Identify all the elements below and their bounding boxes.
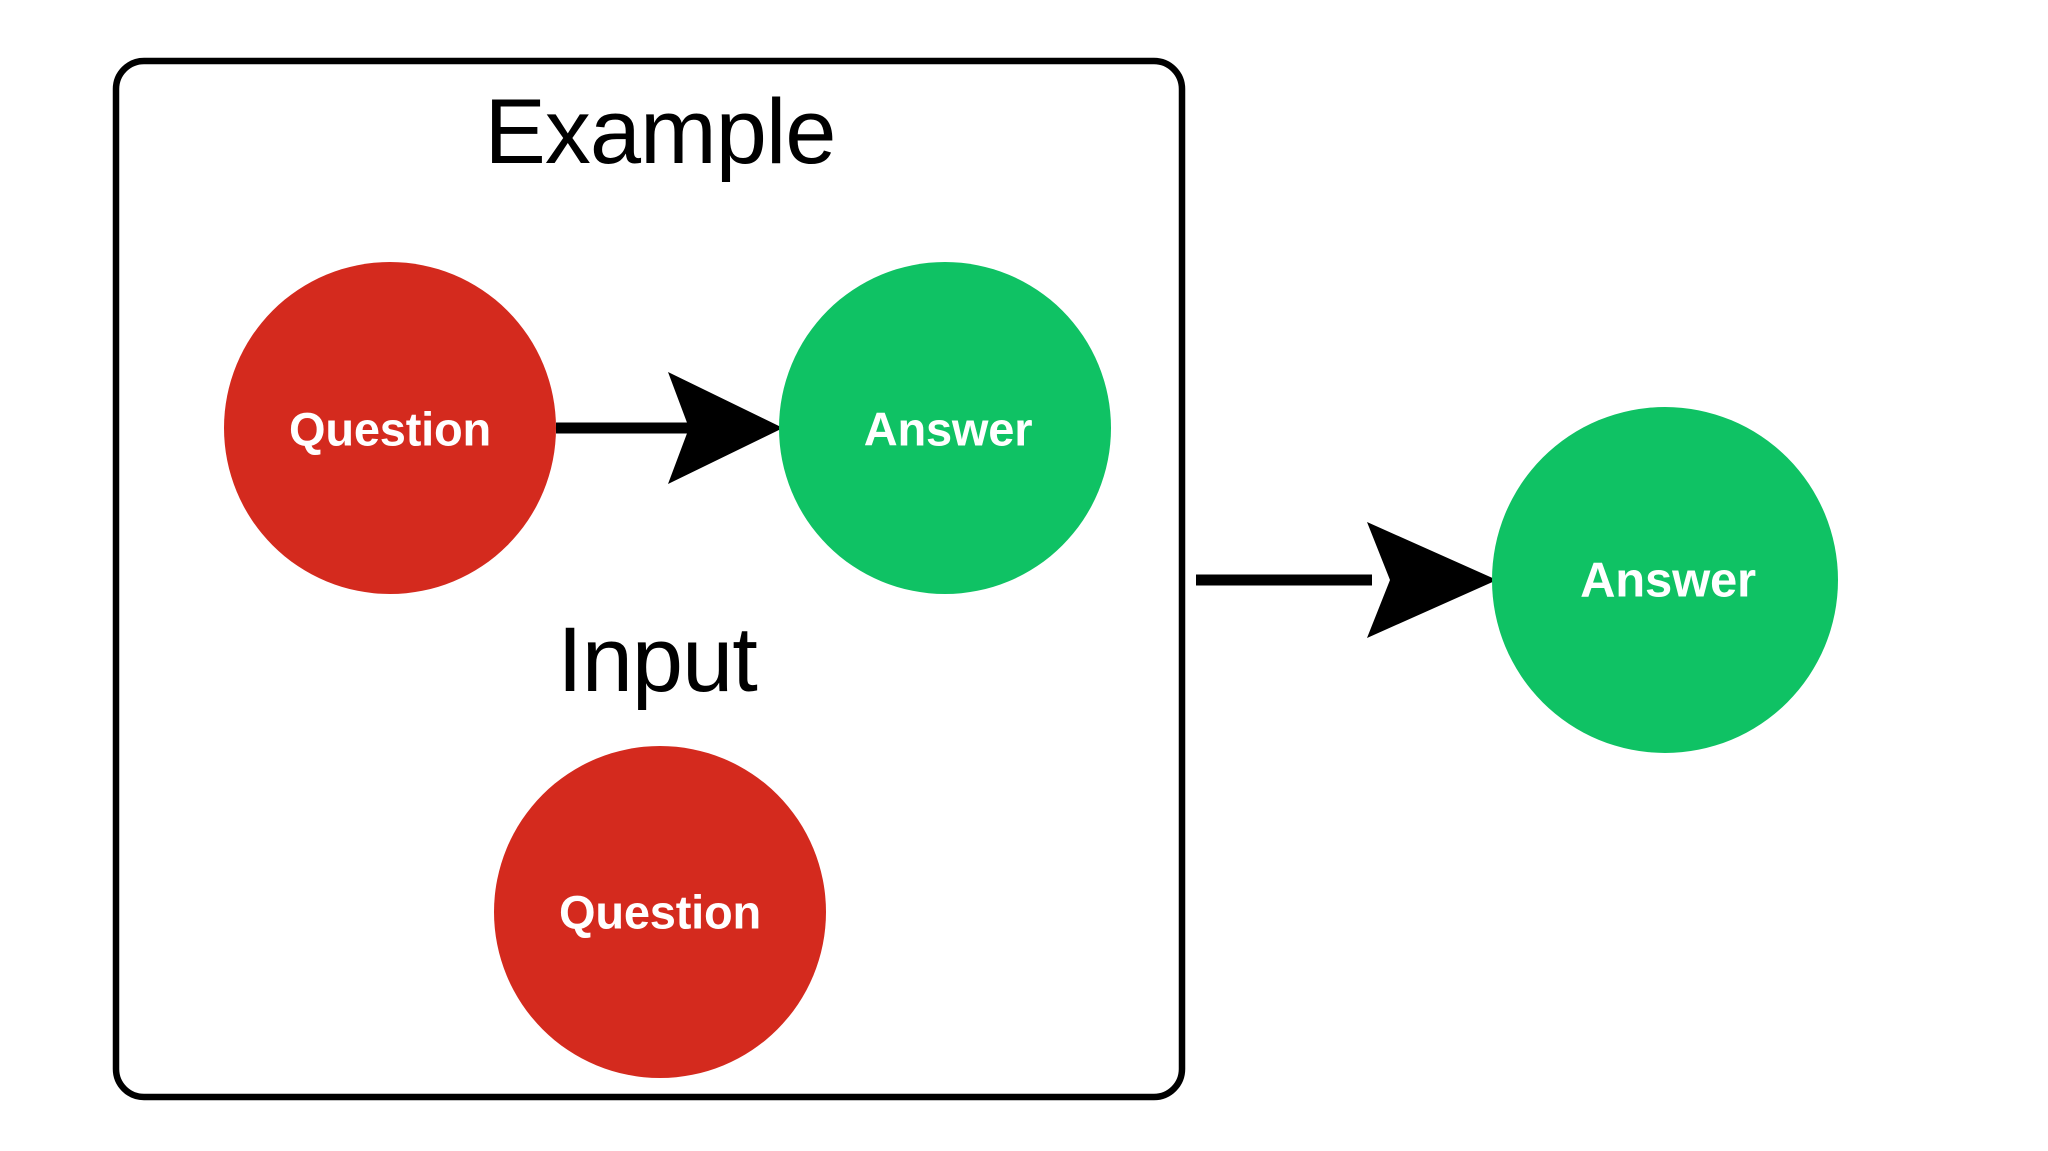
edge-example-question-to-answer <box>556 372 783 484</box>
node-label-input-question: Question <box>558 885 762 939</box>
input-group-title: Input <box>557 609 758 711</box>
node-label-example-question: Question <box>288 402 492 456</box>
node-output-answer <box>1492 407 1838 753</box>
arrowhead-icon <box>1367 522 1497 638</box>
edge-container-to-output-answer <box>1196 522 1497 638</box>
node-label-output-answer: Answer <box>1580 553 1756 608</box>
node-example-question <box>224 262 556 594</box>
node-label-example-answer: Answer <box>863 402 1033 456</box>
node-input-question <box>494 746 826 1078</box>
node-example-answer <box>779 262 1111 594</box>
example-group-title: Example <box>484 81 837 183</box>
arrowhead-icon <box>668 372 783 484</box>
